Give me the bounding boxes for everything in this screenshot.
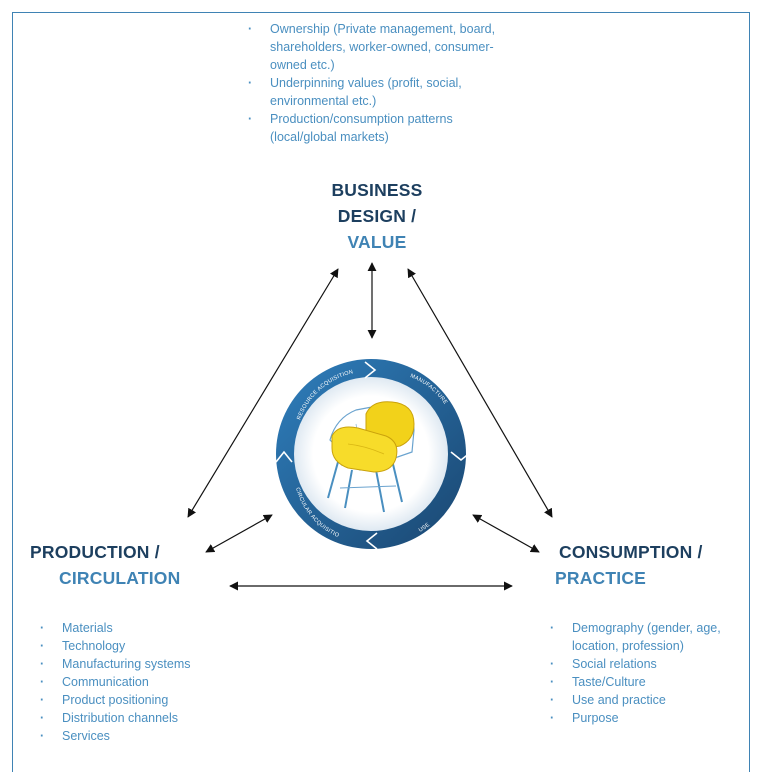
heading-line: PRODUCTION / bbox=[30, 542, 160, 562]
consumption-bullet-list: Demography (gender, age, location, profe… bbox=[550, 619, 740, 727]
list-item: Ownership (Private management, board, sh… bbox=[248, 20, 508, 74]
list-item: Production/consumption patterns (local/g… bbox=[248, 110, 508, 146]
list-item: Demography (gender, age, location, profe… bbox=[550, 619, 740, 655]
arrow-business-production bbox=[187, 268, 339, 518]
business-bullet-list: Ownership (Private management, board, sh… bbox=[248, 20, 508, 146]
list-item: Product positioning bbox=[40, 691, 240, 709]
chair-illustration bbox=[327, 401, 415, 513]
heading-line: DESIGN / bbox=[337, 206, 417, 226]
lifecycle-ring: RESOURCE ACQUISITION MANUFACTURE CIRCULA… bbox=[0, 0, 472, 550]
heading-line: BUSINESS bbox=[331, 180, 423, 200]
heading-line: VALUE bbox=[347, 232, 407, 252]
arrow-business-consumption bbox=[407, 268, 553, 518]
cycle-arrow-icon bbox=[275, 450, 293, 463]
figure-frame bbox=[12, 12, 750, 772]
list-item: Social relations bbox=[550, 655, 740, 673]
list-item: Technology bbox=[40, 637, 240, 655]
heading-line: CIRCULATION bbox=[59, 568, 181, 588]
list-item: Use and practice bbox=[550, 691, 740, 709]
list-item: Taste/Culture bbox=[550, 673, 740, 691]
relationship-diagram: RESOURCE ACQUISITION MANUFACTURE CIRCULA… bbox=[0, 0, 553, 591]
cycle-label-use: USE bbox=[418, 522, 431, 534]
list-item: Services bbox=[40, 727, 240, 745]
list-item: Manufacturing systems bbox=[40, 655, 240, 673]
list-item: Distribution channels bbox=[40, 709, 240, 727]
arrow-production-center bbox=[205, 514, 273, 553]
arrow-consumption-center bbox=[472, 514, 540, 553]
business-design-heading: BUSINESS DESIGN / VALUE bbox=[322, 177, 432, 255]
list-item: Purpose bbox=[550, 709, 740, 727]
heading-line: PRACTICE bbox=[555, 568, 647, 588]
cycle-arrow-icon bbox=[364, 361, 377, 379]
cycle-arrow-icon bbox=[365, 532, 378, 550]
list-item: Underpinning values (profit, social, env… bbox=[248, 74, 508, 110]
consumption-practice-heading: CONSUMPTION / PRACTICE bbox=[555, 539, 745, 591]
production-bullet-list: Materials Technology Manufacturing syste… bbox=[40, 619, 240, 745]
list-item: Communication bbox=[40, 673, 240, 691]
list-item: Materials bbox=[40, 619, 240, 637]
heading-line: CONSUMPTION / bbox=[559, 542, 703, 562]
cycle-arrow-icon bbox=[450, 451, 472, 462]
production-circulation-heading: PRODUCTION / CIRCULATION bbox=[30, 539, 210, 591]
svg-text:USE: USE bbox=[418, 522, 431, 534]
